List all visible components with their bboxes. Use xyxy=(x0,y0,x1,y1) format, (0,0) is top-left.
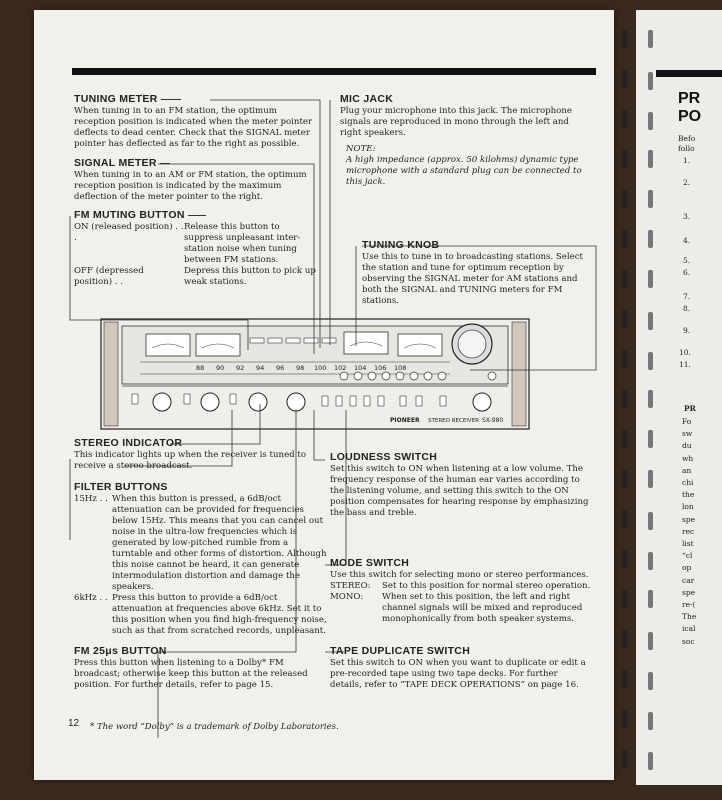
mode-body: Use this switch for selecting mono or st… xyxy=(330,570,589,580)
signal-meter-title: SIGNAL METER xyxy=(74,157,157,169)
svg-text:102: 102 xyxy=(334,364,346,372)
right-num: 11. xyxy=(679,360,691,369)
svg-text:94: 94 xyxy=(256,364,264,372)
section-loudness: LOUDNESS SWITCH Set this switch to ON wh… xyxy=(330,452,592,519)
footnote: * The word “Dolby” is a trademark of Dol… xyxy=(90,722,339,732)
tuning-meter-title: TUNING METER xyxy=(74,93,158,105)
stereo-indicator-title: STEREO INDICATOR xyxy=(74,437,183,449)
receiver-illustration: 88 90 92 94 96 98 100 102 104 106 108 PI… xyxy=(100,318,530,430)
right-num: 3. xyxy=(683,212,691,221)
section-tuning-meter: TUNING METER When tuning in to an FM sta… xyxy=(74,94,316,150)
right-num: 4. xyxy=(683,236,691,245)
fm-muting-on-key: ON (released position) . . . xyxy=(74,222,184,243)
svg-text:PIONEER: PIONEER xyxy=(390,417,420,424)
filter-6khz-desc: Press this button to provide a 6dB/oct a… xyxy=(112,593,327,636)
mode-mono-key: MONO: xyxy=(330,592,364,602)
right-num: 1. xyxy=(683,156,691,165)
section-stereo-indicator: STEREO INDICATOR This indicator lights u… xyxy=(74,438,330,472)
mic-jack-body: Plug your microphone into this jack. The… xyxy=(340,106,572,138)
section-tuning-knob: TUNING KNOB Use this to tune in to broad… xyxy=(362,240,594,307)
right-num: 7. xyxy=(683,292,691,301)
filter-6khz-key: 6kHz . . xyxy=(74,593,108,603)
section-tape-duplicate: TAPE DUPLICATE SWITCH Set this switch to… xyxy=(330,646,592,691)
section-mode: MODE SWITCH Use this switch for selectin… xyxy=(330,558,592,625)
svg-text:98: 98 xyxy=(296,364,304,372)
right-line-1: follo xyxy=(678,144,695,153)
svg-text:STEREO RECEIVER: STEREO RECEIVER xyxy=(428,418,479,424)
fm-muting-off-key: OFF (depressed position) . . xyxy=(74,266,144,287)
svg-text:100: 100 xyxy=(314,364,326,372)
section-fm25: FM 25μs BUTTON Press this button when li… xyxy=(74,646,330,691)
tuning-meter-body: When tuning in to an FM station, the opt… xyxy=(74,106,313,149)
fm-muting-off-val: Depress this button to pick up weak stat… xyxy=(184,266,316,287)
loudness-title: LOUDNESS SWITCH xyxy=(330,451,438,463)
right-num: 10. xyxy=(679,348,691,357)
tuning-knob-title: TUNING KNOB xyxy=(362,239,440,251)
right-top-rule xyxy=(656,70,722,77)
signal-meter-body: When tuning in to an AM or FM station, t… xyxy=(74,170,307,202)
fm-muting-title: FM MUTING BUTTON xyxy=(74,209,185,221)
stereo-indicator-body: This indicator lights up when the receiv… xyxy=(74,450,307,471)
svg-text:88: 88 xyxy=(196,364,204,372)
mic-jack-note-label: NOTE: xyxy=(346,144,376,154)
fm-muting-on-val: Release this button to suppress unpleasa… xyxy=(184,222,301,265)
tape-duplicate-title: TAPE DUPLICATE SWITCH xyxy=(330,645,471,657)
right-heading-1: PR xyxy=(678,90,701,107)
page-number: 12 xyxy=(68,718,80,729)
mic-jack-title: MIC JACK xyxy=(340,93,394,105)
loudness-body: Set this switch to ON when listening at … xyxy=(330,464,589,518)
svg-text:90: 90 xyxy=(216,364,224,372)
fm25-title: FM 25μs BUTTON xyxy=(74,645,167,657)
svg-text:106: 106 xyxy=(374,364,386,372)
svg-text:104: 104 xyxy=(354,364,366,372)
svg-text:92: 92 xyxy=(236,364,244,372)
mic-jack-note: A high impedance (approx. 50 kilohms) dy… xyxy=(346,155,582,187)
section-signal-meter: SIGNAL METER When tuning in to an AM or … xyxy=(74,158,316,203)
svg-text:96: 96 xyxy=(276,364,284,372)
top-rule xyxy=(72,68,596,75)
svg-text:108: 108 xyxy=(394,364,406,372)
section-fm-muting: FM MUTING BUTTON ON (released position) … xyxy=(74,210,316,288)
filter-15hz-key: 15Hz . . xyxy=(74,494,108,504)
right-num: 8. xyxy=(683,304,691,313)
mode-mono-desc: When set to this position, the left and … xyxy=(382,592,583,624)
right-heading-2: PO xyxy=(678,108,702,125)
right-sub: PR xyxy=(684,404,696,413)
filter-15hz-desc: When this button is pressed, a 6dB/oct a… xyxy=(112,494,327,592)
right-num: 9. xyxy=(683,326,691,335)
right-line-0: Befo xyxy=(678,134,696,143)
right-num: 2. xyxy=(683,178,691,187)
fm25-body: Press this button when listening to a Do… xyxy=(74,658,308,690)
tape-duplicate-body: Set this switch to ON when you want to d… xyxy=(330,658,586,690)
filter-buttons-title: FILTER BUTTONS xyxy=(74,481,168,493)
svg-text:SX-980: SX-980 xyxy=(482,417,503,424)
right-num: 6. xyxy=(683,268,691,277)
mode-stereo-key: STEREO: xyxy=(330,581,371,591)
mode-title: MODE SWITCH xyxy=(330,557,410,569)
section-mic-jack: MIC JACK Plug your microphone into this … xyxy=(340,94,592,188)
right-num: 5. xyxy=(683,256,691,265)
section-filter-buttons: FILTER BUTTONS 15Hz . . When this button … xyxy=(74,482,330,637)
mode-stereo-desc: Set to this position for normal stereo o… xyxy=(382,581,591,591)
tuning-knob-body: Use this to tune in to broadcasting stat… xyxy=(362,252,583,306)
